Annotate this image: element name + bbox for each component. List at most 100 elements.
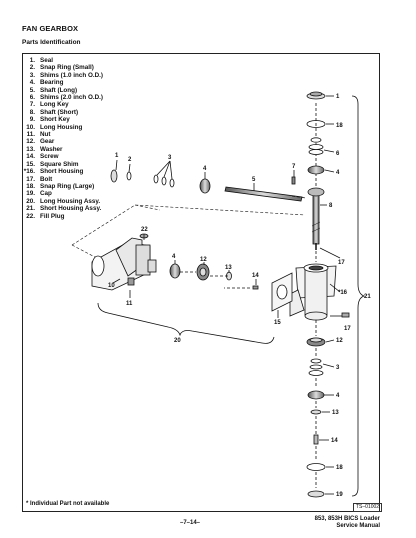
callout-5: 5 [252,177,256,183]
callout-12: 12 [200,257,207,263]
callout-1: 1 [115,153,119,159]
section-subtitle: Parts Identification [22,39,81,46]
callout-14: 14 [252,273,259,279]
part-number: 9. [29,116,35,124]
part-number: 14. [26,153,35,161]
upper-row [110,159,307,202]
part-name: Washer [40,145,63,153]
part-number: 6. [29,94,35,102]
callout-right-8: 8 [329,203,333,209]
parts-list-item: 20.Long Housing Assy. [18,198,103,205]
callout-right-13: 13 [332,410,339,416]
part-name: Long Housing [40,123,83,131]
part-number: 15. [26,160,35,168]
parts-list-item: 13. Washer [18,146,103,153]
callout-22: 22 [141,227,148,233]
callout-right-19: 19 [336,492,343,498]
figure-frame [22,53,380,512]
parts-list-item: 11.Nut [18,131,103,138]
middle-row [97,234,293,344]
part-number: 19. [26,190,35,198]
parts-list-item: 7. Long Key [18,101,103,108]
callout-4b: 4 [172,254,176,260]
part-number: 7. [29,101,35,109]
part-name: Snap Ring (Large) [40,182,95,190]
callout-15: 15 [274,320,281,326]
part-name: Bearing [40,79,64,87]
parts-list-item: 4.Bearing [18,79,103,86]
part-number: 8. [29,108,35,116]
part-number: 1. [29,57,35,64]
part-name: Long Housing Assy. [40,197,101,205]
parts-list-item: 8. Shaft (Short) [18,109,103,116]
parts-list: 1. Seal 2. Snap Ring (Small) 3. Shims (1.0 in… [18,57,103,220]
part-name: Seal [40,57,53,64]
parts-list-item: 18. Snap Ring (Large) [18,183,103,190]
callout-3: 3 [168,155,172,161]
parts-list-item: 9. Short Key [18,116,103,123]
callout-13: 13 [225,265,232,271]
callout-4: 4 [203,166,207,172]
manual-title: 853, 853H BICS Loader Service Manual [300,516,380,530]
callout-right-18b: 18 [336,465,343,471]
parts-list-item: 12. Gear [18,138,103,145]
part-name: Short Housing Assy. [40,205,102,213]
part-name: Shims (1.0 inch O.D.) [40,71,103,79]
parts-list-item: *16.Short Housing [18,168,103,175]
right-stack [289,91,366,498]
parts-list-item: 5. Shaft (Long) [18,87,103,94]
callout-right-1: 1 [336,94,340,100]
callout-right-4b: 4 [336,393,340,399]
part-number: 2. [29,64,35,72]
callout-right-12: 12 [336,338,343,344]
callout-right-6: 6 [336,151,340,157]
parts-list-item: 1. Seal [18,57,103,64]
part-number: 17. [26,175,35,183]
figure-code: TS–01002 [353,503,383,512]
manual-line-1: 853, 853H BICS Loader [314,516,380,522]
parts-list-item: 6.Shims (2.0 inch O.D.) [18,94,103,101]
callout-right-3: 3 [336,365,340,371]
part-name: Shaft (Short) [40,108,79,116]
callout-right-18: 18 [336,123,343,129]
part-number: 5. [29,86,35,94]
callout-11: 11 [126,301,133,307]
part-number: 3. [29,71,35,79]
parts-list-item: 19. Cap [18,190,103,197]
manual-line-2: Service Manual [336,523,380,529]
part-number: 12. [26,138,35,146]
part-number: 21. [26,205,35,213]
part-number: 11. [26,131,35,139]
callout-2: 2 [128,157,132,163]
callout-right-16: *16 [338,290,348,296]
long-housing [91,233,157,291]
callout-right-21: 21 [364,294,371,300]
parts-list-item: 22.Fill Plug [18,213,103,220]
footnote: * Individual Part not available [26,501,110,507]
callout-labels: 1 2 3 4 5 7 1 18 6 4 8 17 *16 21 22 10 1… [108,94,371,498]
part-number: *16. [23,168,35,176]
part-name: Square Shim [40,160,79,168]
part-number: 10. [26,123,35,131]
parts-list-item: 3. Shims (1.0 inch O.D.) [18,72,103,79]
parts-list-item: 2. Snap Ring (Small) [18,64,103,71]
part-name: Shaft (Long) [40,86,78,94]
part-number: 18. [26,182,35,190]
callout-right-4: 4 [336,170,340,176]
part-name: Screw [40,153,59,161]
callout-10: 10 [108,283,115,289]
part-name: Gear [40,138,55,146]
callout-20: 20 [174,338,181,344]
callout-7: 7 [292,164,296,170]
parts-list-item: 21. Short Housing Assy. [18,205,103,212]
part-name: Cap [40,190,52,198]
parts-list-item: 10. Long Housing [18,124,103,131]
part-name: Long Key [40,101,69,109]
callout-17b: 17 [344,326,351,332]
parts-list-item: 14. Screw [18,153,103,160]
part-number: 13. [26,145,35,153]
part-name: Short Key [40,116,70,124]
parts-list-item: 15. Square Shim [18,161,103,168]
part-name: Snap Ring (Small) [40,64,94,72]
